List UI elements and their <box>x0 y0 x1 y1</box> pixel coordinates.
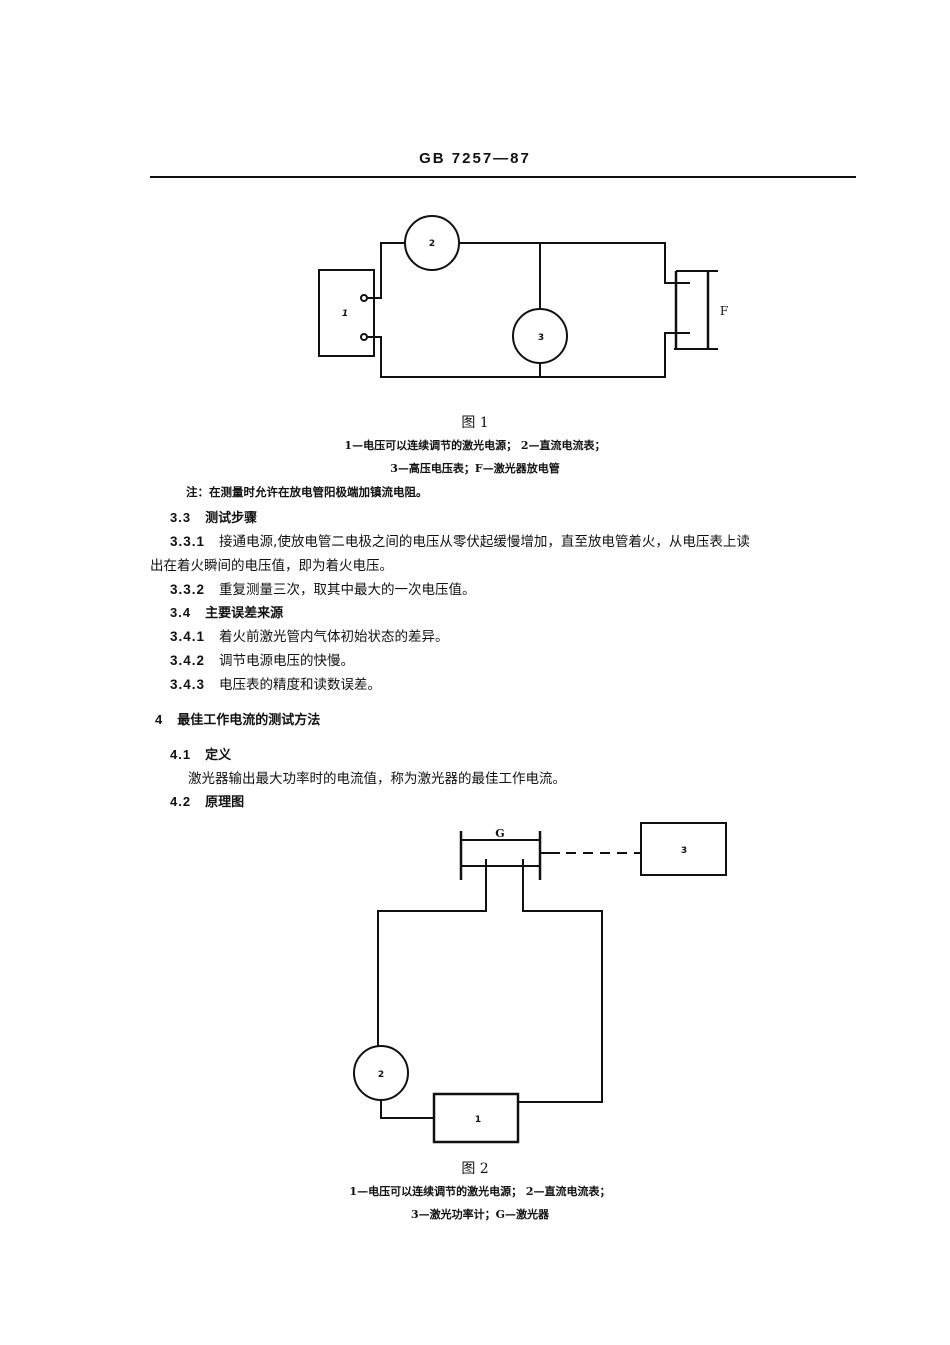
section-title: 主要误差来源 <box>205 606 284 621</box>
paragraph-text: 着火前激光管内气体初始状态的差异。 <box>219 629 449 645</box>
fig2-label-1: 1 <box>475 1115 481 1125</box>
power-supply-box <box>318 269 375 357</box>
section-3-3-1-cont: 出在着火瞬间的电压值，即为着火电压。 <box>150 558 393 574</box>
fig1-label-1: 1 <box>342 309 348 319</box>
section-number: 3.3 <box>170 510 192 525</box>
section-4-1-heading: 4.1 定义 <box>170 744 231 763</box>
section-number: 3.3.1 <box>170 534 206 549</box>
section-number: 3.4.1 <box>170 629 206 644</box>
fig1-label-F: F <box>720 304 728 318</box>
section-title: 测试步骤 <box>205 511 258 526</box>
section-number: 3.4.2 <box>170 653 206 668</box>
paragraph-text: 接通电源,使放电管二电极之间的电压从零伏起缓慢增加，直至放电管着火，从电压表上读 <box>219 534 750 550</box>
power-meter-box <box>640 822 727 876</box>
section-3-3-1: 3.3.1 接通电源,使放电管二电极之间的电压从零伏起缓慢增加，直至放电管着火，从… <box>170 530 750 550</box>
figure-1-caption-line1: 1—电压可以连续调节的激光电源； 2—直流电流表； <box>344 439 606 452</box>
fig2-label-2: 2 <box>378 1070 384 1080</box>
fig2-label-G: G <box>495 827 504 840</box>
header-rule <box>150 176 856 178</box>
paragraph-text: 调节电源电压的快慢。 <box>219 653 355 669</box>
section-title: 定义 <box>205 748 232 763</box>
section-3-3-heading: 3.3 测试步骤 <box>170 507 257 526</box>
section-4-heading: 4 最佳工作电流的测试方法 <box>155 709 320 728</box>
section-title: 原理图 <box>205 795 245 810</box>
figure-1-caption-line2: 3—高压电压表；F—激光器放电管 <box>390 462 560 475</box>
power-supply-box <box>432 1092 520 1144</box>
section-number: 4.2 <box>170 794 192 809</box>
section-4-2-heading: 4.2 原理图 <box>170 791 244 810</box>
figure-1-circuit: 1 2 3 F <box>318 215 728 378</box>
figure-2-caption-line1: 1—电压可以连续调节的激光电源； 2—直流电流表； <box>349 1185 611 1198</box>
section-3-4-heading: 3.4 主要误差来源 <box>170 602 283 621</box>
note: 注：在测量时允许在放电管阳极端加镇流电阻。 <box>186 485 428 499</box>
section-number: 3.4.3 <box>170 677 206 692</box>
fig2-label-3: 3 <box>681 846 687 856</box>
figure-2-label: 图 2 <box>461 1161 489 1177</box>
section-3-4-1: 3.4.1 着火前激光管内气体初始状态的差异。 <box>170 625 449 645</box>
section-number: 3.4 <box>170 605 192 620</box>
section-number: 3.3.2 <box>170 582 206 597</box>
standard-code: GB 7257—87 <box>419 150 531 167</box>
section-3-4-2: 3.4.2 调节电源电压的快慢。 <box>170 649 354 669</box>
section-number: 4 <box>155 712 164 727</box>
section-number: 4.1 <box>170 747 192 762</box>
figure-2-caption-line2: 3—激光功率计；G—激光器 <box>410 1208 550 1221</box>
section-4-1-text: 激光器输出最大功率时的电流值，称为激光器的最佳工作电流。 <box>188 771 566 787</box>
paragraph-text: 电压表的精度和读数误差。 <box>219 677 382 693</box>
section-title: 最佳工作电流的测试方法 <box>177 713 321 728</box>
section-3-3-2: 3.3.2 重复测量三次，取其中最大的一次电压值。 <box>170 578 476 598</box>
paragraph-text: 重复测量三次，取其中最大的一次电压值。 <box>219 582 476 598</box>
fig1-label-3: 3 <box>538 333 544 343</box>
fig1-label-2: 2 <box>429 239 435 249</box>
section-3-4-3: 3.4.3 电压表的精度和读数误差。 <box>170 673 381 693</box>
figure-1-label: 图 1 <box>461 415 489 431</box>
